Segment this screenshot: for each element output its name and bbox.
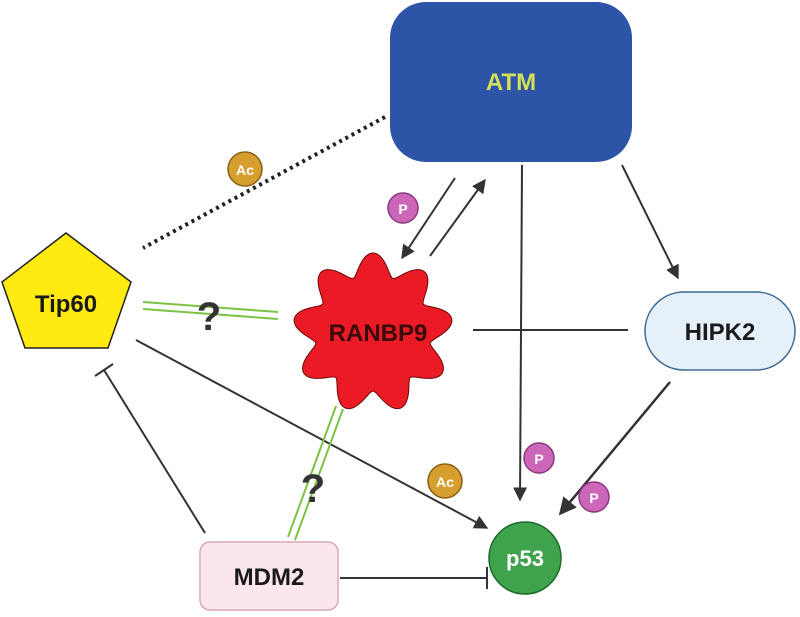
- mdm2-shape: [199, 541, 339, 611]
- ranbp9-label: RANBP9: [329, 320, 428, 347]
- edge-atm-to-hipk2-arrow: [621, 164, 679, 280]
- ranbp9-shape: [293, 252, 453, 410]
- tip60-label: Tip60: [35, 291, 97, 318]
- edges: [94, 115, 679, 589]
- edge-ranbp9-mdm2-uncertain: [287, 405, 344, 541]
- node-hipk2[interactable]: HIPK2: [644, 291, 796, 371]
- node-ranbp9[interactable]: RANBP9: [293, 252, 453, 410]
- mdm2-label: MDM2: [234, 564, 305, 591]
- badge-acetyl-atm-tip60: Ac: [227, 151, 263, 187]
- question-mark-ranbp9-mdm2: ?: [301, 467, 325, 511]
- p53-shape: [488, 521, 562, 595]
- edge-ranbp9-to-atm-arrow: [429, 178, 486, 257]
- badge-phospho-atm-ranbp9: P: [387, 192, 419, 224]
- svg-text:P: P: [534, 451, 543, 467]
- atm-label: ATM: [486, 69, 536, 96]
- edge-atm-to-p53-arrow: [513, 164, 528, 502]
- tip60-shape: [1, 232, 132, 349]
- node-p53[interactable]: p53: [488, 521, 562, 595]
- edge-tip60-to-p53-arrow: [135, 339, 489, 529]
- node-atm[interactable]: ATM: [390, 2, 632, 162]
- question-mark-tip60-ranbp9: ?: [197, 295, 221, 339]
- atm-shape: [390, 2, 632, 162]
- hipk2-shape: [644, 291, 796, 371]
- svg-text:Ac: Ac: [436, 474, 454, 490]
- edge-mdm2-inhibits-tip60: [103, 369, 206, 534]
- svg-text:P: P: [589, 490, 598, 506]
- edge-atm-to-ranbp9-arrow: [401, 177, 456, 260]
- badge-acetyl-tip60-p53: Ac: [427, 463, 463, 499]
- badge-phospho-atm-p53: P: [523, 442, 555, 474]
- edge-tip60-ranbp9-uncertain: [142, 301, 279, 320]
- svg-text:P: P: [398, 201, 407, 217]
- hipk2-label: HIPK2: [685, 319, 756, 346]
- badge-phospho-hipk2-p53: P: [578, 481, 610, 513]
- node-mdm2[interactable]: MDM2: [199, 541, 339, 611]
- edge-atm-tip60-dotted: [142, 115, 386, 250]
- node-tip60[interactable]: Tip60: [1, 232, 132, 349]
- edge-mdm2-inhibits-tip60-bar: [94, 363, 114, 377]
- p53-label: p53: [506, 546, 544, 571]
- svg-text:Ac: Ac: [236, 162, 254, 178]
- edge-hipk2-to-p53-arrow: [558, 381, 671, 516]
